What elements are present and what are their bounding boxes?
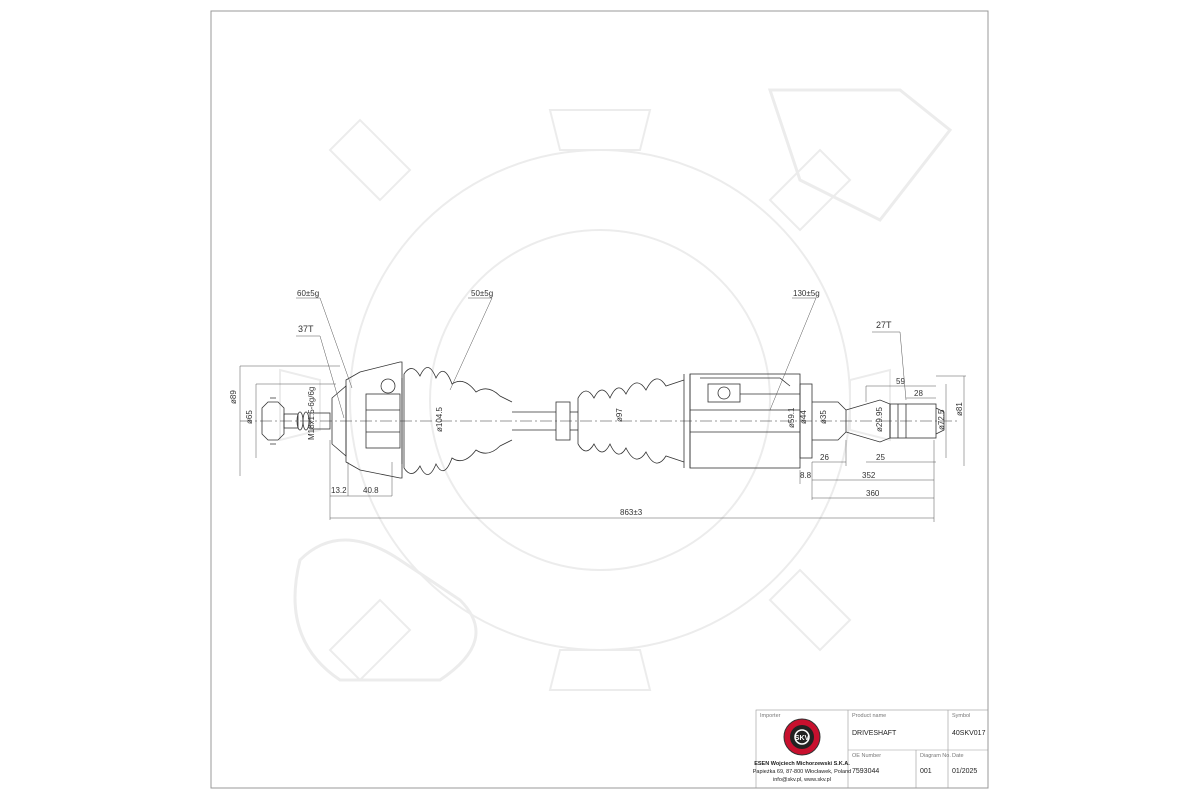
symbol-label: Symbol (952, 713, 970, 719)
dim-863: 863±3 (620, 508, 643, 517)
skv-logo: SKV (783, 718, 821, 756)
outer-boot (577, 374, 691, 468)
importer-label: Importer (760, 713, 781, 719)
title-block: Importer SKV ESEN Wojciech Michorzewski … (753, 709, 989, 789)
dim-d29: ø29.95 (875, 407, 884, 432)
callout-grease-130: 130±5g (793, 289, 820, 298)
dim-d104: ø104.5 (435, 407, 444, 432)
dim-d35: ø35 (819, 410, 828, 424)
product-name: DRIVESHAFT (852, 730, 897, 737)
dim-d81: ø81 (955, 402, 964, 416)
oe-number: 7593044 (852, 768, 879, 775)
dim-26: 26 (820, 453, 829, 462)
date-value: 01/2025 (952, 768, 977, 775)
leader-lines (296, 297, 907, 419)
dim-d44: ø44 (799, 410, 808, 424)
left-stud (261, 397, 331, 445)
dimension-labels: ø89 ø65 M18x1.5-6g/6g ø104.5 ø97 ø59.1 ø… (229, 289, 964, 517)
sheet-border (210, 10, 989, 789)
symbol-value: 40SKV017 (952, 730, 986, 737)
dim-d65: ø65 (245, 410, 254, 424)
diagram-no: 001 (920, 768, 932, 775)
outer-cv-joint (689, 373, 801, 469)
dim-d97: ø97 (615, 408, 624, 422)
dim-59: 59 (896, 377, 905, 386)
dim-25: 25 (876, 453, 885, 462)
watermark (279, 88, 953, 691)
dim-40-8: 40.8 (363, 486, 379, 495)
oe-number-label: OE Number (852, 753, 881, 759)
callout-grease-50: 50±5g (471, 289, 493, 298)
importer-name: ESEN Wojciech Michorzewski S.K.A. (754, 761, 850, 767)
stub-axle (799, 383, 945, 459)
inner-cv-joint (331, 361, 403, 479)
callout-grease-60: 60±5g (297, 289, 319, 298)
callout-teeth-27: 27T (876, 320, 892, 330)
importer-address: Papieżka 69, 87-800 Włocławek, Poland (753, 769, 851, 775)
dim-360: 360 (866, 489, 880, 498)
dim-d72: ø72.5 (937, 409, 946, 430)
dimension-lines (239, 365, 966, 522)
dim-8-8: 8.8 (800, 471, 812, 480)
product-name-label: Product name (852, 713, 886, 719)
callout-teeth-37: 37T (298, 324, 314, 334)
dim-d59: ø59.1 (787, 407, 796, 428)
dim-d89: ø89 (229, 390, 238, 404)
dim-thread: M18x1.5-6g/6g (307, 387, 316, 440)
dim-28: 28 (914, 389, 923, 398)
date-label: Date (952, 753, 964, 759)
importer-contact: info@skv.pl, www.skv.pl (773, 777, 831, 783)
diagram-no-label: Diagram No. (920, 753, 951, 759)
dim-13-2: 13.2 (331, 486, 347, 495)
shaft (512, 401, 578, 441)
logo-text: SKV (795, 735, 810, 742)
dim-352: 352 (862, 471, 876, 480)
inner-boot (403, 367, 513, 475)
